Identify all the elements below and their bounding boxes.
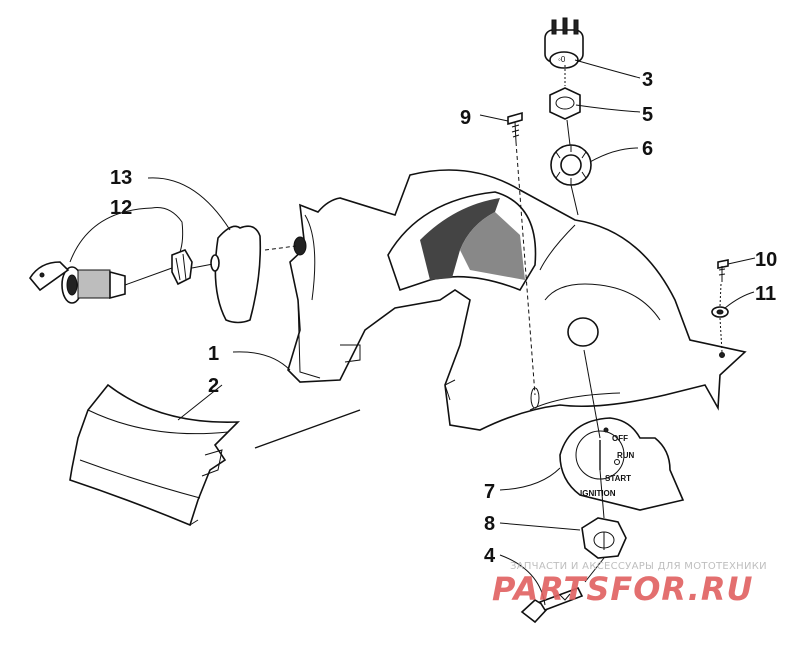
watermark-logo: PARTSFOR.RU <box>492 570 753 608</box>
callout-12: 12 <box>110 197 132 219</box>
callout-10: 10 <box>755 249 777 271</box>
hex-nut-5 <box>549 87 581 120</box>
callout-13: 13 <box>110 167 132 189</box>
ignition-plate: OFF RUN START IGNITION <box>559 417 685 511</box>
plate-off-label: OFF <box>612 434 628 443</box>
switch-marking: ◦0 <box>558 55 566 64</box>
callout-3: 3 <box>642 69 653 91</box>
screw-9 <box>507 111 523 143</box>
callout-1: 1 <box>208 343 219 365</box>
watermark-caption: ЗАПЧАСТИ И АКСЕССУАРЫ ДЛЯ МОТОТЕХНИКИ <box>510 561 767 572</box>
socket-gasket <box>210 225 262 324</box>
callout-8: 8 <box>484 513 495 535</box>
hex-nut-8 <box>581 517 627 559</box>
socket-nut <box>171 249 193 286</box>
ignition-key <box>520 587 584 624</box>
plate-ignition-label: IGNITION <box>580 489 616 498</box>
callout-11: 11 <box>755 283 776 305</box>
ignition-hole <box>567 317 599 347</box>
plate-run-label: RUN <box>617 451 635 460</box>
ignition-switch: ◦0 <box>544 17 584 69</box>
callout-5: 5 <box>642 104 653 126</box>
washer-11 <box>711 306 729 318</box>
star-washer-6 <box>550 144 592 186</box>
callout-9: 9 <box>460 107 471 129</box>
lower-cover <box>69 383 241 527</box>
console-housing <box>287 169 747 431</box>
plate-start-label: START <box>605 474 631 483</box>
leader-lines <box>69 59 756 606</box>
accessory-socket <box>29 261 126 304</box>
callout-4: 4 <box>484 545 496 567</box>
callout-2: 2 <box>208 375 219 397</box>
cover-alignment-line <box>254 409 361 449</box>
screw-10 <box>717 259 729 282</box>
callout-6: 6 <box>642 138 653 160</box>
watermark: ЗАПЧАСТИ И АКСЕССУАРЫ ДЛЯ МОТОТЕХНИКИ PA… <box>492 561 767 608</box>
callout-labels: 1 2 3 4 5 6 7 8 9 10 11 12 13 <box>110 69 777 567</box>
callout-7: 7 <box>484 481 495 503</box>
interior-shading <box>420 198 525 280</box>
